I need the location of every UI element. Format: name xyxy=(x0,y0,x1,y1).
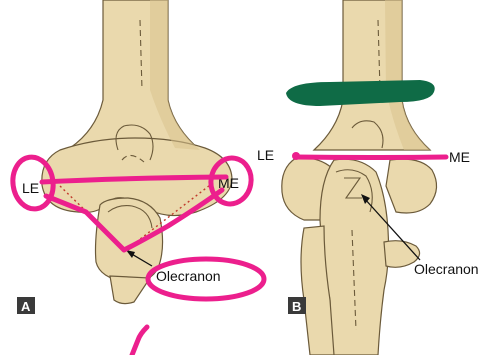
panel-a-le-label: LE xyxy=(22,180,39,196)
panel-a: LE ME Olecranon A xyxy=(10,0,264,355)
panel-b-humerus-shaft xyxy=(314,0,430,150)
panel-b-green-band xyxy=(286,80,435,106)
panel-b-tag: B xyxy=(292,299,301,314)
panel-a-tag: A xyxy=(21,299,31,314)
panel-a-olecranon-label: Olecranon xyxy=(156,268,221,284)
panel-b-olecranon-label: Olecranon xyxy=(414,261,479,277)
panel-b: LE ME Olecranon B xyxy=(257,0,479,355)
panel-a-ulna-shaft xyxy=(110,276,150,304)
panel-b-le-dot xyxy=(292,152,300,160)
panel-b-pink-line xyxy=(296,157,446,158)
panel-b-medial-condyle xyxy=(386,159,437,213)
panel-b-le-label: LE xyxy=(257,147,274,163)
panel-b-me-label: ME xyxy=(449,149,470,165)
panel-a-pink-stroke-bottom xyxy=(132,327,147,355)
panel-a-humerus-shaft xyxy=(70,0,200,150)
